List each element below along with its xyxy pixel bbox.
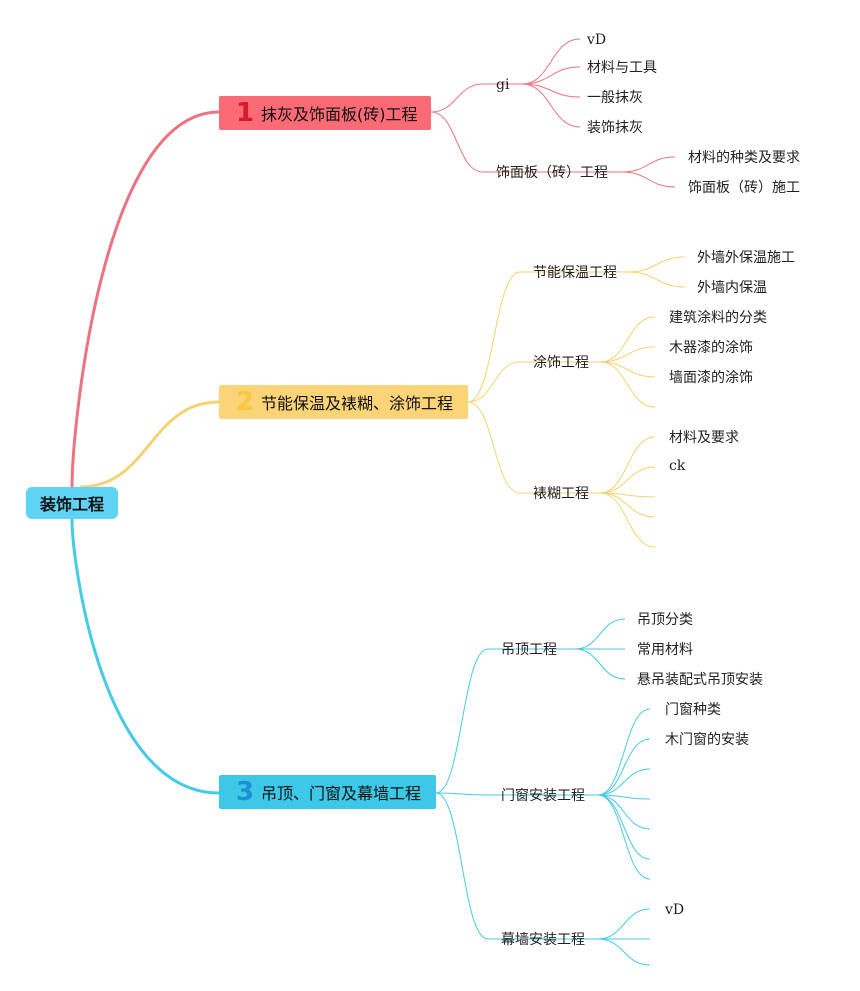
root-connector xyxy=(79,400,220,489)
branch-number-icon: 1 xyxy=(235,98,255,128)
connector-line xyxy=(467,401,521,494)
connector-line xyxy=(521,83,581,128)
connector-line xyxy=(597,908,651,940)
leaf-label[interactable]: 吊顶分类 xyxy=(637,612,693,628)
branch-node-2[interactable]: 2 节能保温及裱糊、涂饰工程 xyxy=(219,385,468,419)
leaf-label[interactable]: 一般抹灰 xyxy=(587,90,643,106)
branch-label: 吊顶、门窗及幕墙工程 xyxy=(261,784,422,803)
connector-line xyxy=(467,361,521,403)
connector-line xyxy=(435,648,489,794)
connector-line xyxy=(599,466,656,494)
connector-line xyxy=(574,618,626,650)
leaf-label[interactable]: 木门窗的安装 xyxy=(665,732,749,748)
root-label: 装饰工程 xyxy=(39,495,104,514)
connector-line xyxy=(621,171,676,188)
leaf-label[interactable]: 材料的种类及要求 xyxy=(688,150,800,166)
root-connector xyxy=(70,518,220,795)
connector-line xyxy=(597,938,651,966)
connector-line xyxy=(599,492,656,548)
subnode-label[interactable]: 涂饰工程 xyxy=(533,355,589,371)
connector-line xyxy=(467,271,521,403)
leaf-label[interactable]: 常用材料 xyxy=(637,642,693,658)
branch-node-3[interactable]: 3 吊顶、门窗及幕墙工程 xyxy=(219,775,436,809)
connector-line xyxy=(597,794,651,800)
connector-line xyxy=(599,361,656,378)
branch-number-icon: 3 xyxy=(235,777,255,807)
connector-line xyxy=(597,768,651,796)
connector-line xyxy=(597,794,651,860)
connector-line xyxy=(521,38,581,85)
connector-line xyxy=(599,316,656,363)
subnode-label[interactable]: 吊顶工程 xyxy=(501,642,557,658)
leaf-label[interactable]: 墙面漆的涂饰 xyxy=(669,370,753,386)
leaf-label[interactable]: ck xyxy=(669,458,686,474)
branch-label: 抹灰及饰面板(砖)工程 xyxy=(261,105,418,124)
subnode-label[interactable]: 节能保温工程 xyxy=(533,265,617,281)
connector-line xyxy=(599,361,656,408)
connector-line xyxy=(599,436,656,494)
connector-line xyxy=(627,271,686,288)
branch-label: 节能保温及裱糊、涂饰工程 xyxy=(261,394,454,413)
connector-line xyxy=(597,738,651,796)
connector-line xyxy=(621,156,676,173)
leaf-label[interactable]: 门窗种类 xyxy=(665,702,721,718)
connector-line xyxy=(597,708,651,796)
connector-line xyxy=(521,66,581,85)
leaf-label[interactable]: 悬吊装配式吊顶安装 xyxy=(637,672,763,688)
connector-line xyxy=(597,794,651,830)
leaf-label[interactable]: 装饰抹灰 xyxy=(587,120,643,136)
connector-line xyxy=(599,492,656,518)
leaf-label[interactable]: 材料与工具 xyxy=(587,60,657,76)
subnode-label[interactable]: 门窗安装工程 xyxy=(501,788,585,804)
subnode-label[interactable]: 裱糊工程 xyxy=(533,486,589,502)
leaf-label[interactable]: 建筑涂料的分类 xyxy=(669,310,767,326)
connector-line xyxy=(521,83,581,98)
leaf-label[interactable]: 外墙外保温施工 xyxy=(697,250,795,266)
leaf-label[interactable]: 饰面板（砖）施工 xyxy=(688,180,800,196)
subnode-label[interactable]: 饰面板（砖）工程 xyxy=(496,165,608,181)
connector-line xyxy=(430,111,484,173)
connector-line xyxy=(599,346,656,363)
leaf-label[interactable]: 木器漆的涂饰 xyxy=(669,340,753,356)
leaf-label[interactable]: 材料及要求 xyxy=(669,430,739,446)
branch-number-icon: 2 xyxy=(235,387,255,417)
connector-line xyxy=(597,794,651,880)
root-node[interactable]: 装饰工程 xyxy=(26,487,118,519)
subnode-label[interactable]: gi xyxy=(496,77,510,93)
connector-line xyxy=(435,792,489,940)
connector-line xyxy=(627,256,686,273)
connector-line xyxy=(430,83,484,113)
branch-node-1[interactable]: 1 抹灰及饰面板(砖)工程 xyxy=(219,96,431,130)
leaf-label[interactable]: vD xyxy=(587,32,607,48)
leaf-label[interactable]: vD xyxy=(665,902,685,918)
connector-line xyxy=(435,792,489,796)
root-connector xyxy=(70,110,220,488)
subnode-label[interactable]: 幕墙安装工程 xyxy=(501,932,585,948)
leaf-label[interactable]: 外墙内保温 xyxy=(697,280,767,296)
connector-line xyxy=(574,648,626,680)
